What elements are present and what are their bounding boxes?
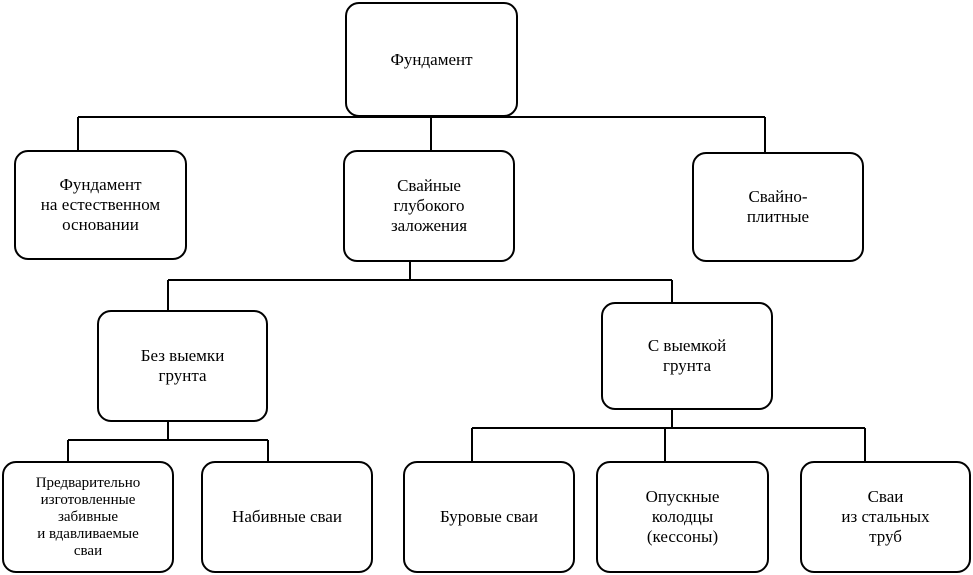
node-caissons: Опускные колодцы (кессоны) [596,461,769,573]
node-deep-piles: Свайные глубокого заложения [343,150,515,262]
node-precast-piles: Предварительно изготовленные забивные и … [2,461,174,573]
node-pile-slab: Свайно- плитные [692,152,864,262]
node-no-excavation-label: Без выемки грунта [140,346,225,385]
node-pile-slab-label: Свайно- плитные [746,187,810,226]
node-cast-in-place-piles: Набивные сваи [201,461,373,573]
node-root-label: Фундамент [390,49,473,69]
node-caissons-label: Опускные колодцы (кессоны) [645,487,720,546]
node-no-excavation: Без выемки грунта [97,310,268,422]
node-with-excavation: С выемкой грунта [601,302,773,410]
node-steel-pipe-piles-label: Сваи из стальных труб [841,487,930,546]
node-natural-foundation-label: Фундамент на естественном основании [40,175,161,234]
node-deep-piles-label: Свайные глубокого заложения [390,176,468,235]
node-bored-piles: Буровые сваи [403,461,575,573]
node-precast-piles-label: Предварительно изготовленные забивные и … [35,474,141,559]
node-steel-pipe-piles: Сваи из стальных труб [800,461,971,573]
node-with-excavation-label: С выемкой грунта [647,336,727,375]
node-natural-foundation: Фундамент на естественном основании [14,150,187,260]
node-bored-piles-label: Буровые сваи [439,507,539,526]
node-cast-in-place-piles-label: Набивные сваи [232,507,342,526]
node-root: Фундамент [345,2,518,117]
